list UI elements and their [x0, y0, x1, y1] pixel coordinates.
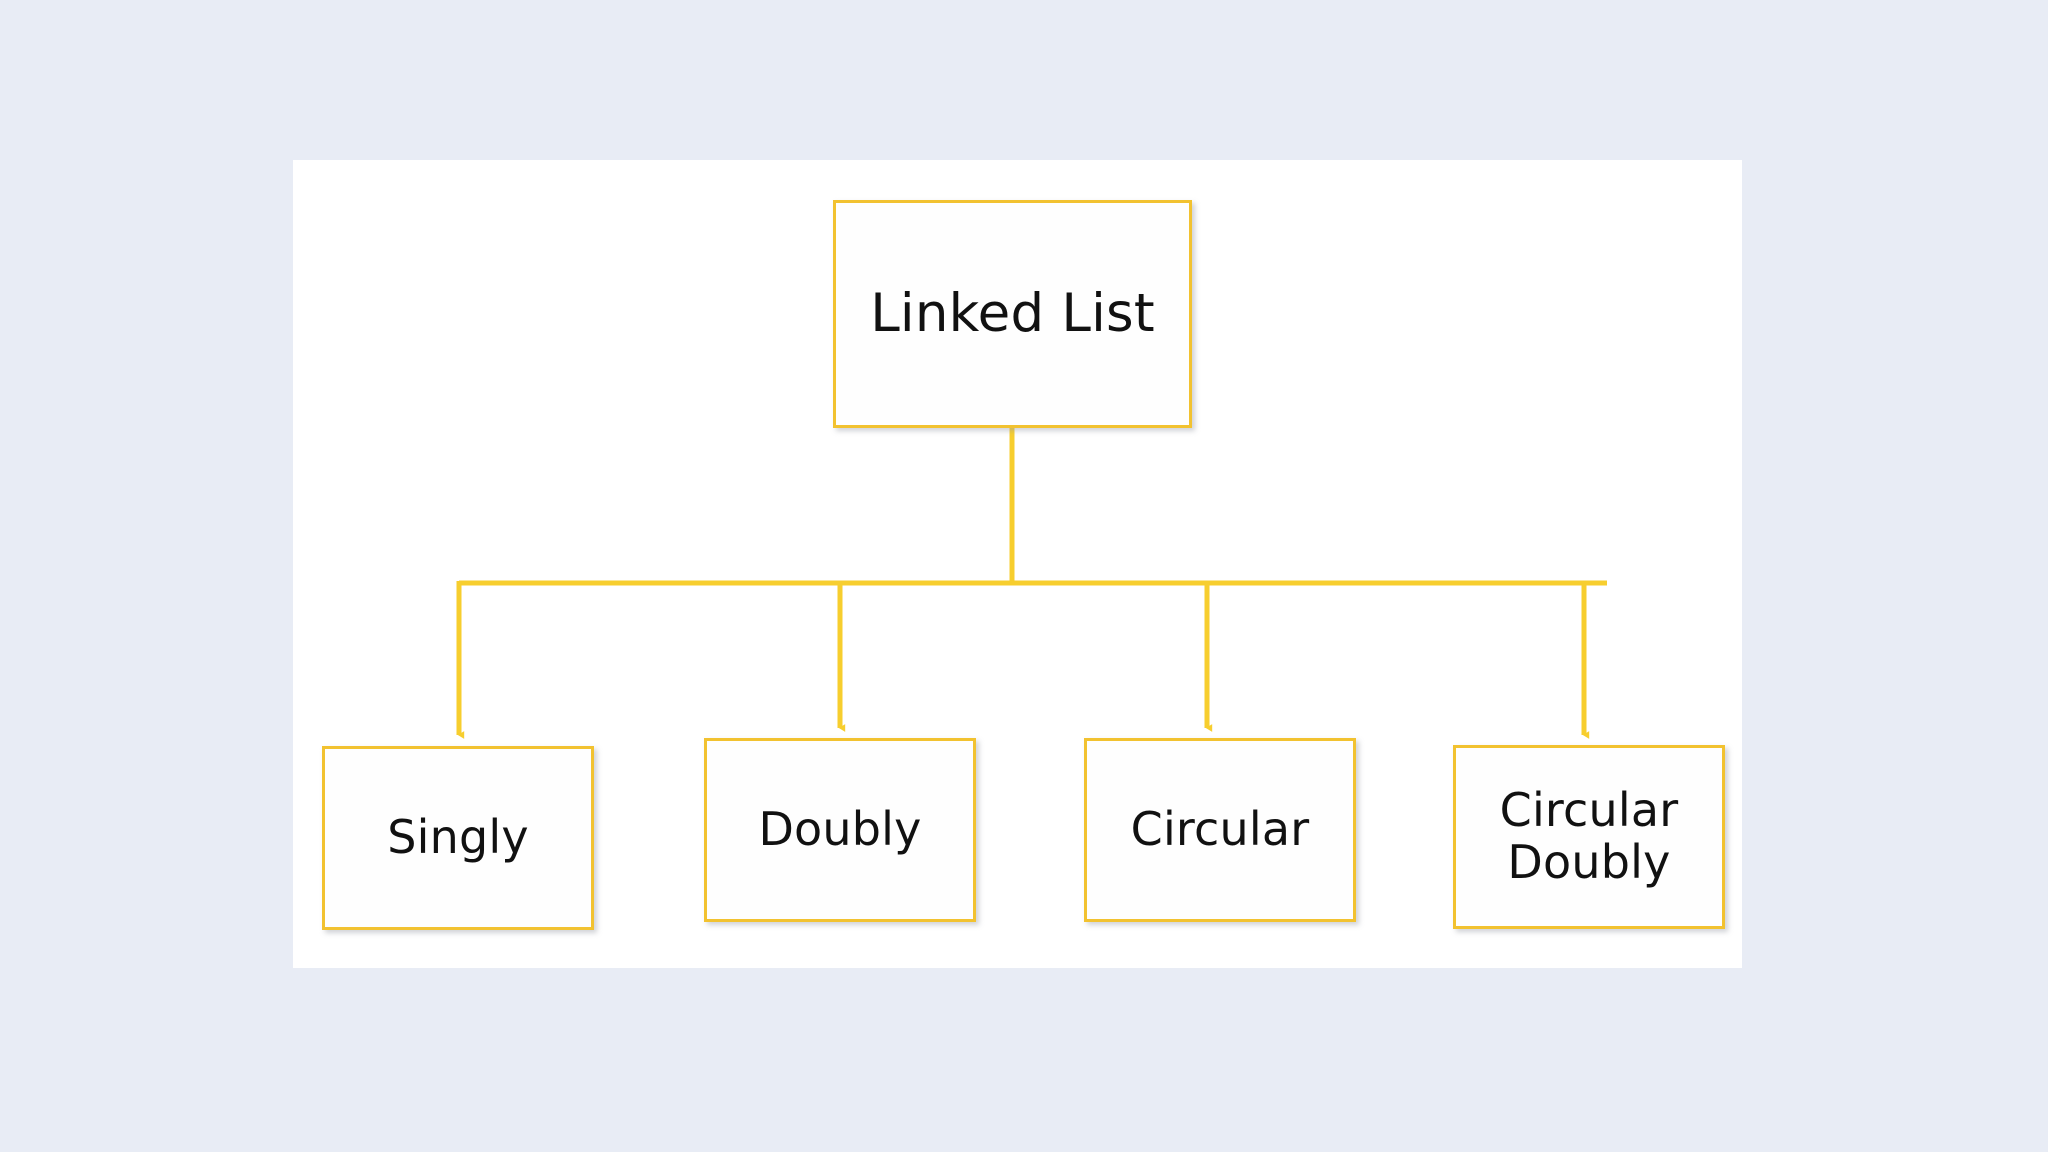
node-singly[interactable]: Singly [322, 746, 594, 930]
node-circular-label: Circular [1130, 802, 1310, 857]
node-doubly[interactable]: Doubly [704, 738, 976, 922]
node-linked-list-label: Linked List [870, 283, 1155, 345]
node-circular-doubly-label: Circular Doubly [1499, 783, 1679, 889]
node-doubly-label: Doubly [758, 802, 922, 857]
node-linked-list[interactable]: Linked List [833, 200, 1192, 428]
node-singly-label: Singly [387, 810, 529, 865]
node-circular[interactable]: Circular [1084, 738, 1356, 922]
node-circular-doubly[interactable]: Circular Doubly [1453, 745, 1725, 929]
